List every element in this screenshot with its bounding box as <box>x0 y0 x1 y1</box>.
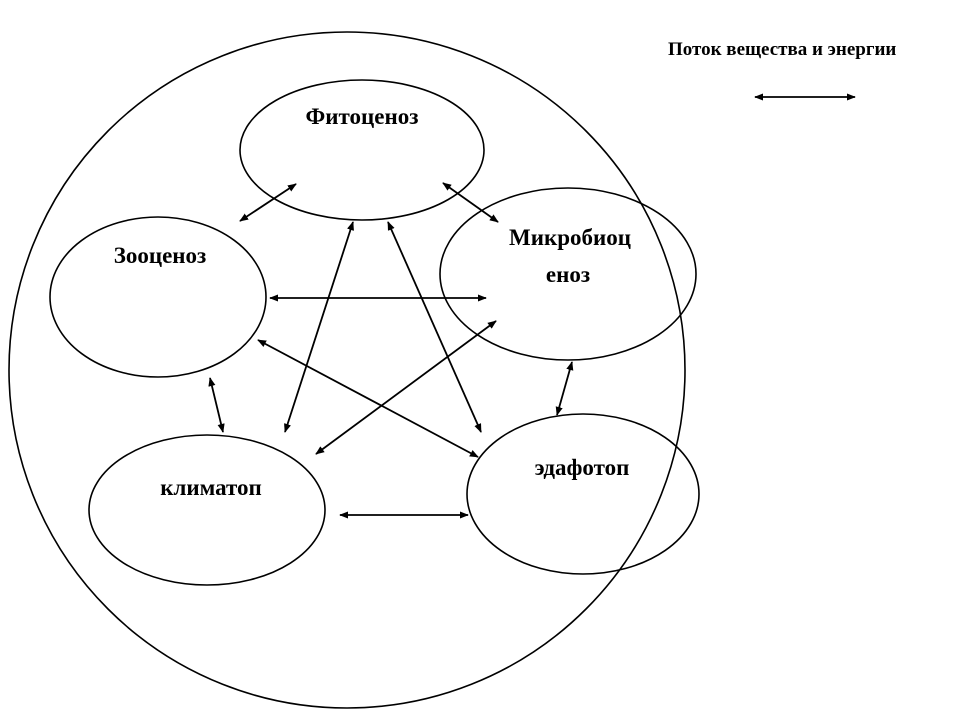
arrow-phytocenosis-zoocenosis <box>239 183 297 222</box>
edaphotope-label: эдафотоп <box>535 455 630 480</box>
arrow-zoocenosis-edaphotope <box>257 339 479 458</box>
climatope-label: климатоп <box>160 475 262 500</box>
climatope-node <box>88 434 326 586</box>
arrow-phytocenosis-climatope <box>284 221 354 433</box>
phytocenosis-label: Фитоценоз <box>306 104 419 129</box>
legend-label: Поток вещества и энергии <box>668 39 896 60</box>
arrow-phytocenosis-microbiocenosis <box>442 182 499 223</box>
arrow-microbiocenosis-edaphotope <box>555 361 574 416</box>
phytocenosis-node <box>239 79 485 221</box>
microbiocenosis-label-line1: Микробиоц <box>509 225 631 250</box>
arrow-microbiocenosis-climatope <box>315 320 497 455</box>
microbiocenosis-label-line2: еноз <box>546 262 590 287</box>
biogeocenosis-boundary <box>8 31 686 709</box>
zoocenosis-node <box>49 216 267 378</box>
arrow-zoocenosis-climatope <box>208 377 225 433</box>
zoocenosis-label: Зооценоз <box>114 243 207 268</box>
edaphotope-node <box>466 413 700 575</box>
